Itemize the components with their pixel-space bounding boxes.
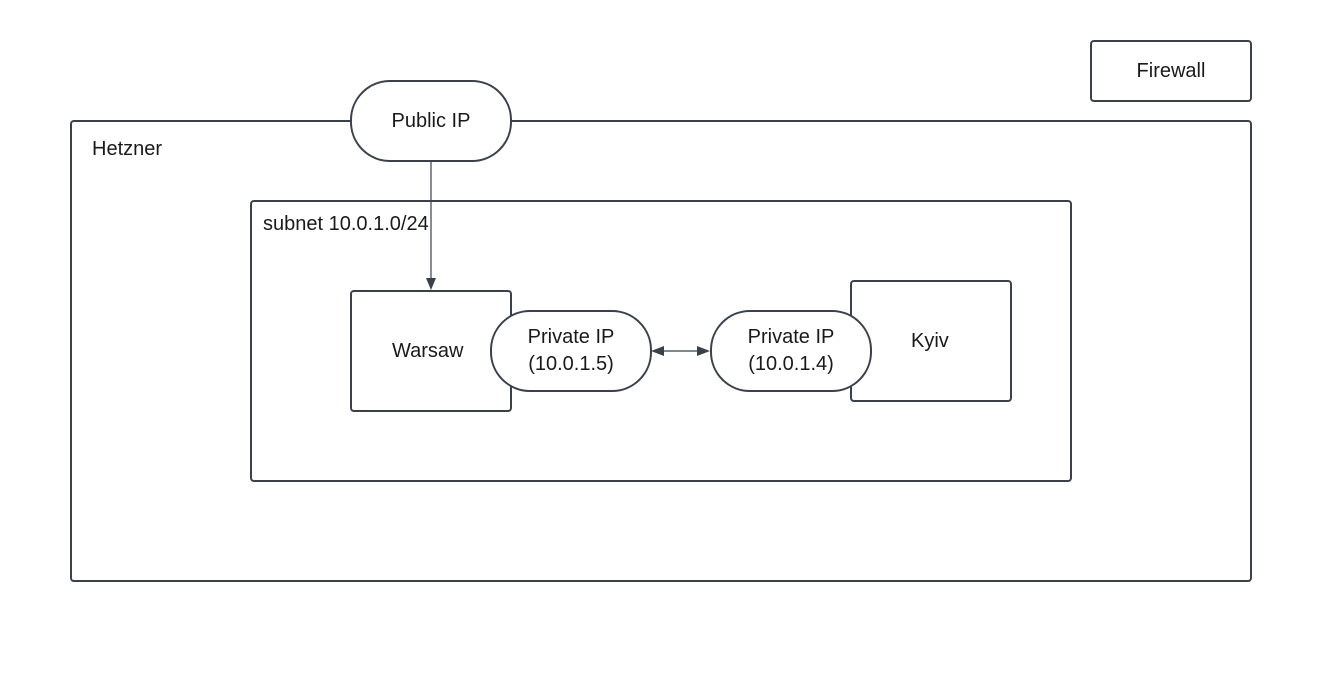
warsaw-private-ip-label: Private IP (527, 326, 615, 348)
public-ip-node[interactable]: Public IP (350, 80, 512, 162)
kyiv-label: Kyiv (911, 330, 949, 352)
firewall-node[interactable]: Firewall (1090, 40, 1252, 102)
firewall-label: Firewall (1136, 59, 1206, 82)
warsaw-private-ip-node[interactable]: Private IP (10.0.1.5) (490, 310, 652, 392)
public-ip-label: Public IP (391, 109, 471, 132)
kyiv-private-ip-node[interactable]: Private IP (10.0.1.4) (710, 310, 872, 392)
kyiv-private-ip-label: Private IP (747, 326, 835, 348)
warsaw-node[interactable]: Warsaw (350, 290, 512, 412)
kyiv-node[interactable]: Kyiv (850, 280, 1012, 402)
kyiv-private-ip-address: (10.0.1.4) (748, 353, 834, 375)
hetzner-label: Hetzner (92, 138, 163, 160)
warsaw-label: Warsaw (392, 340, 464, 362)
warsaw-private-ip-address: (10.0.1.5) (528, 353, 614, 375)
subnet-label: subnet 10.0.1.0/24 (263, 213, 429, 235)
